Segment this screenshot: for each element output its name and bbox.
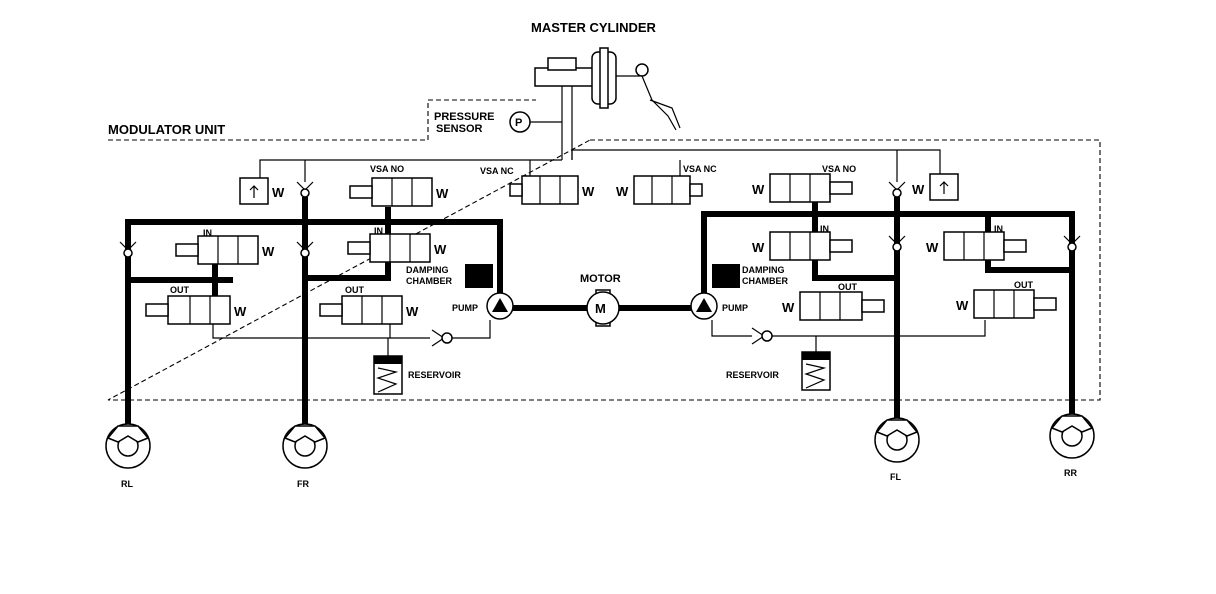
damping-label-left-1: DAMPING xyxy=(406,265,449,275)
out-label: OUT xyxy=(345,285,365,295)
return-lines xyxy=(212,320,986,356)
pressure-sensor: P xyxy=(509,111,562,133)
pump-label-right: PUMP xyxy=(722,303,748,313)
spring-symbol: W xyxy=(752,182,765,197)
in-label: IN xyxy=(820,224,829,234)
spring-symbol: W xyxy=(582,184,595,199)
out-valve-rl: OUT W xyxy=(145,285,247,325)
vsa-nc-label-left: VSA NC xyxy=(480,166,514,176)
damping-chamber-left: DAMPING CHAMBER xyxy=(406,264,493,288)
motor-symbol: M xyxy=(595,301,606,316)
spring-symbol: W xyxy=(434,242,447,257)
pressure-sensor-label-2: SENSOR xyxy=(436,123,483,135)
vsa-nc-valve-left: VSA NC W xyxy=(480,166,595,205)
relief-valve-left: W xyxy=(239,177,285,205)
relief-valve-right: W xyxy=(912,173,959,201)
vsa-nc-label-right: VSA NC xyxy=(683,164,717,174)
wheel-rr: RR xyxy=(1049,413,1095,478)
in-label: IN xyxy=(374,226,383,236)
vsa-no-label-right: VSA NO xyxy=(822,164,856,174)
in-label: IN xyxy=(994,224,1003,234)
reservoir-right: RESERVOIR xyxy=(726,351,831,391)
in-valve-fl: IN W xyxy=(752,224,853,261)
vsa-nc-valve-right: VSA NC W xyxy=(616,164,717,205)
reservoir-label-right: RESERVOIR xyxy=(726,370,779,380)
spring-symbol: W xyxy=(616,184,629,199)
in-label: IN xyxy=(203,228,212,238)
in-valve-fr: IN W xyxy=(347,226,447,263)
check-valves xyxy=(119,181,1081,258)
wheel-rl: RL xyxy=(105,423,151,489)
spring-symbol: W xyxy=(406,304,419,319)
check-valve-return-left xyxy=(431,329,453,347)
modulator-unit-label: MODULATOR UNIT xyxy=(108,122,225,137)
damping-label-right-1: DAMPING xyxy=(742,265,785,275)
main-hydraulic-lines xyxy=(125,197,1075,433)
out-valve-fl: OUT W xyxy=(782,282,885,321)
pump-label-left: PUMP xyxy=(452,303,478,313)
out-label: OUT xyxy=(838,282,858,292)
check-valve-return-right xyxy=(751,327,773,345)
reservoir-label-left: RESERVOIR xyxy=(408,370,461,380)
spring-symbol: W xyxy=(912,182,925,197)
spring-symbol: W xyxy=(262,244,275,259)
wheel-label-rr: RR xyxy=(1064,468,1077,478)
wheel-fl: FL xyxy=(874,417,920,482)
vsa-no-label-left: VSA NO xyxy=(370,164,404,174)
pump-left: PUMP xyxy=(452,292,514,320)
vsa-no-valve-right: VSA NO W xyxy=(752,164,856,203)
spring-symbol: W xyxy=(436,186,449,201)
pressure-sensor-symbol: P xyxy=(515,117,522,129)
wheel-fr: FR xyxy=(282,423,328,489)
wheel-label-fr: FR xyxy=(297,479,309,489)
out-label: OUT xyxy=(1014,280,1034,290)
pump-right: PUMP xyxy=(690,292,748,320)
damping-label-left-2: CHAMBER xyxy=(406,276,452,286)
spring-symbol: W xyxy=(752,240,765,255)
modulator-unit-boundary xyxy=(107,99,1101,401)
spring-symbol: W xyxy=(926,240,939,255)
out-valve-rr: OUT W xyxy=(956,280,1057,319)
master-cylinder xyxy=(534,47,681,160)
spring-symbol: W xyxy=(272,185,285,200)
vsa-no-valve-left: VSA NO W xyxy=(349,164,449,207)
wheel-label-fl: FL xyxy=(890,472,901,482)
damping-chamber-right: DAMPING CHAMBER xyxy=(712,264,788,288)
reservoir-left: RESERVOIR xyxy=(373,355,461,395)
in-valve-rr: IN W xyxy=(926,224,1027,261)
damping-label-right-2: CHAMBER xyxy=(742,276,788,286)
motor: MOTOR M xyxy=(580,273,621,327)
spring-symbol: W xyxy=(956,298,969,313)
in-valve-rl: IN W xyxy=(175,228,275,265)
out-label: OUT xyxy=(170,285,190,295)
pressure-sensor-label-1: PRESSURE xyxy=(434,111,495,123)
spring-symbol: W xyxy=(234,304,247,319)
wheel-label-rl: RL xyxy=(121,479,133,489)
spring-symbol: W xyxy=(782,300,795,315)
out-valve-fr: OUT W xyxy=(319,285,419,325)
master-cylinder-label: MASTER CYLINDER xyxy=(531,20,657,35)
motor-label: MOTOR xyxy=(580,273,621,285)
